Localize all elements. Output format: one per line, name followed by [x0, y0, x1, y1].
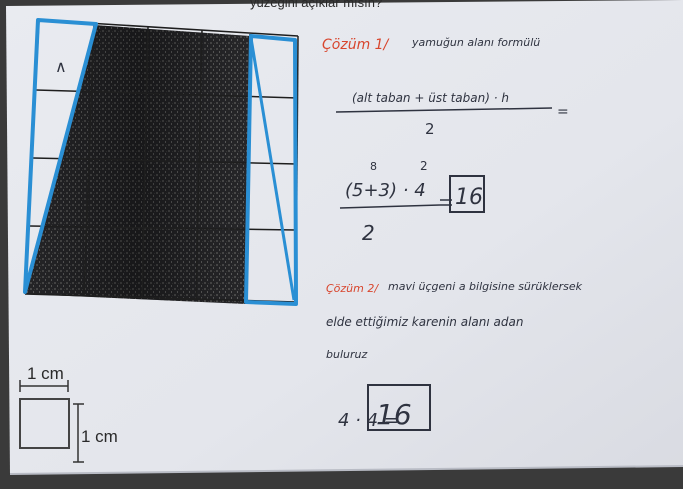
result-2: 16: [376, 398, 412, 431]
formula-fraction-bar: [335, 107, 553, 113]
solution-1-text: yamuğun alanı formülü: [411, 36, 540, 49]
blue-triangle-right: [244, 34, 298, 306]
unit-square: [19, 398, 70, 449]
calc-sup-left: 8: [370, 160, 377, 173]
solution-2-line-2: elde ettiğimiz karenin alanı adan: [326, 315, 523, 329]
paper-edge: [9, 465, 683, 475]
calc-denominator: 2: [362, 221, 375, 245]
solution-2: Çözüm 2/ mavi üçgeni a bilgisine sürükle…: [326, 280, 583, 431]
unit-width-label: 1 cm: [27, 364, 64, 383]
trapezoid-grid-figure: ∧: [23, 18, 299, 306]
formula-denominator: 2: [425, 120, 435, 138]
solution-1: Çözüm 1/ yamuğun alanı formülü (alt taba…: [322, 36, 569, 245]
formula-equals: =: [557, 104, 569, 120]
formula-numerator: (alt taban + üst taban) · h: [352, 91, 509, 105]
unit-height-label: 1 cm: [81, 427, 118, 446]
solution-2-line-1: mavi üçgeni a bilgisine sürüklersek: [388, 280, 583, 293]
solution-1-label: Çözüm 1/: [322, 37, 390, 53]
blue-triangle-right-edge: [249, 37, 296, 301]
solution-2-line-3: buluruz: [326, 348, 367, 361]
calc-sup-right: 2: [420, 159, 428, 173]
unit-square-legend: 1 cm 1 cm: [19, 364, 118, 463]
blue-triangle-left: [23, 18, 98, 294]
solution-2-label: Çözüm 2/: [326, 282, 379, 295]
triangle-label: ∧: [55, 57, 67, 76]
calc-fraction-bar: [339, 204, 441, 209]
calc-numerator: (5+3) · 4: [345, 180, 426, 201]
result-box-2: [367, 384, 431, 431]
result-box-1: [449, 175, 485, 213]
result-1: 16: [455, 185, 483, 210]
header-text: yüzeğini açıklar mısın?: [250, 0, 382, 10]
